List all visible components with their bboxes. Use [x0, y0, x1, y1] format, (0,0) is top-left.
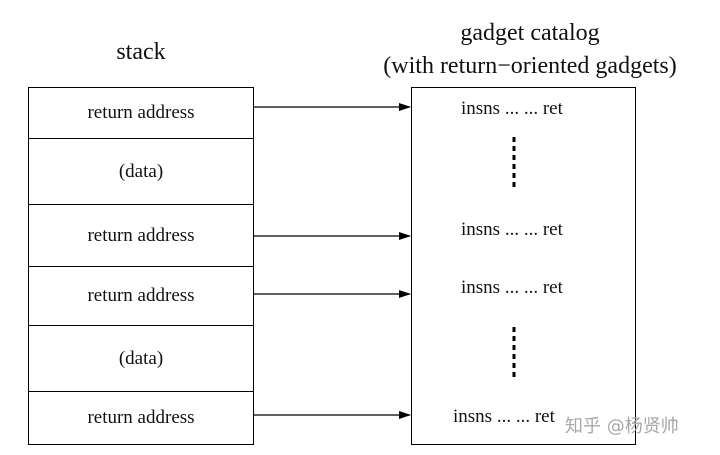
stack-row-return-address: return address [29, 205, 253, 267]
stack-box: return address (data) return address ret… [28, 87, 254, 445]
stack-row-label: (data) [118, 347, 164, 369]
gadget-entry: insns ... ... ret [461, 277, 563, 298]
gadget-catalog-title: gadget catalog [460, 20, 600, 46]
stack-row-label: return address [87, 102, 195, 123]
gadget-catalog-box [411, 87, 636, 445]
gadget-catalog-subtitle: (with return−oriented gadgets) [383, 53, 677, 79]
stack-row-return-address: return address [29, 392, 253, 444]
stack-row-data: (data) [29, 139, 253, 205]
stack-title: stack [116, 39, 166, 65]
gadget-entry: insns ... ... ret [461, 98, 563, 119]
stack-row-data: (data) [29, 326, 253, 392]
stack-row-return-address: return address [29, 267, 253, 326]
stack-row-label: return address [87, 285, 195, 306]
stack-row-return-address: return address [29, 88, 253, 139]
stack-row-label: return address [87, 224, 195, 246]
stack-row-label: return address [87, 407, 195, 428]
watermark: 知乎 @杨贤帅 [565, 416, 679, 437]
gadget-entry: insns ... ... ret [453, 406, 555, 427]
gadget-entry: insns ... ... ret [461, 219, 563, 240]
stack-row-label: (data) [118, 160, 164, 182]
